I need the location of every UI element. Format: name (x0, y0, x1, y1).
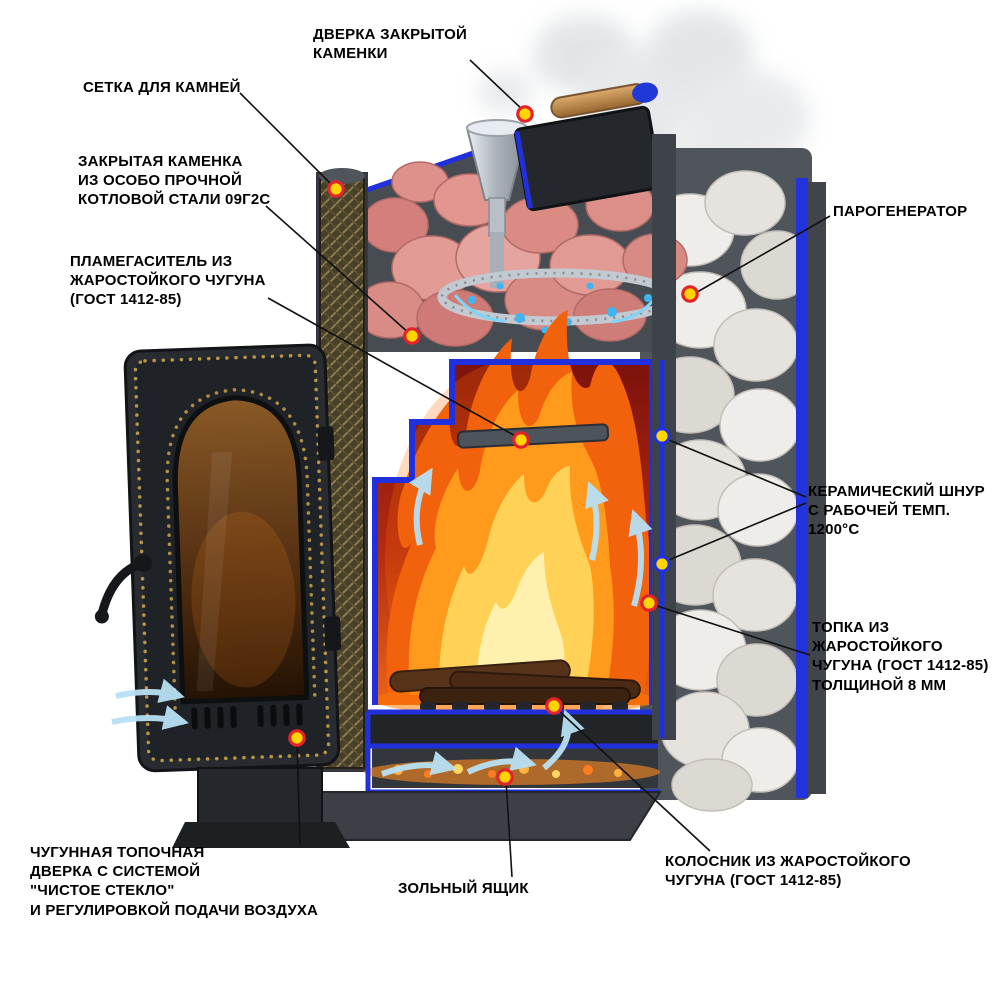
leader-line-steam-generator (691, 215, 831, 296)
marker-ceramic-cord-2 (653, 555, 671, 573)
marker-stone-chamber-door (516, 105, 534, 123)
marker-flame-arrester (512, 431, 530, 449)
marker-grate (545, 697, 563, 715)
stone-chamber-door-part (514, 82, 663, 212)
flame-arrester-plate (456, 423, 610, 449)
callout-markers (288, 105, 699, 786)
handle-metal-cap (632, 82, 659, 103)
label-ceramic-cord: КЕРАМИЧЕСКИЙ ШНУР С РАБОЧЕЙ ТЕМП. 1200°С (808, 483, 985, 539)
label-firebox: ТОПКА ИЗ ЖАРОСТОЙКОГО ЧУГУНА (ГОСТ 1412-… (812, 619, 989, 694)
right-shell-outer (808, 182, 826, 794)
label-ash-box: ЗОЛЬНЫЙ ЯЩИК (398, 880, 529, 897)
marker-ceramic-cord-1 (653, 427, 671, 445)
leader-line-flame-arrester (267, 297, 520, 439)
door-hinge-bottom (324, 616, 342, 651)
leader-line-closed-stone-chamber (265, 205, 411, 335)
marker-closed-stone-chamber (403, 327, 421, 345)
firebox-door-assembly (94, 343, 342, 773)
leader-line-firebox-door (296, 739, 301, 846)
door-hinge-top (317, 426, 335, 461)
air-vents (191, 703, 303, 730)
ash-drawer-front (172, 767, 350, 848)
leader-line-firebox (650, 603, 811, 656)
bead-arch (165, 388, 317, 710)
leader-line-ash-box (505, 779, 513, 878)
marker-steam-generator (681, 285, 699, 303)
flames (386, 310, 652, 695)
label-stone-chamber-door: ДВЕРКА ЗАКРЫТОЙ КАМЕНКИ (313, 26, 467, 63)
marker-ash-box (496, 768, 514, 786)
label-closed-stone-chamber: ЗАКРЫТАЯ КАМЕНКА ИЗ ОСОБО ПРОЧНОЙ КОТЛОВ… (78, 153, 271, 209)
leader-line-stone-chamber-door (469, 59, 526, 113)
label-stone-mesh: СЕТКА ДЛЯ КАМНЕЙ (83, 79, 241, 96)
leader-line-grate (555, 707, 711, 852)
label-steam-generator: ПАРОГЕНЕРАТОР (833, 203, 968, 220)
door-handle (94, 554, 153, 624)
marker-firebox (640, 594, 658, 612)
firebox-cut-edge (372, 359, 655, 705)
label-flame-arrester: ПЛАМЕГАСИТЕЛЬ ИЗ ЖАРОСТОЙКОГО ЧУГУНА (ГО… (70, 253, 266, 309)
right-shell-cut-edge (796, 178, 808, 798)
label-grate: КОЛОСНИК ИЗ ЖАРОСТОЙКОГО ЧУГУНА (ГОСТ 14… (665, 853, 911, 890)
marker-firebox-door (288, 729, 306, 747)
label-firebox-door: ЧУГУННАЯ ТОПОЧНАЯ ДВЕРКА С СИСТЕМОЙ "ЧИС… (30, 844, 319, 919)
logs-and-grate (375, 659, 655, 716)
marker-stone-mesh (327, 180, 345, 198)
leader-line-ceramic-cord-2 (663, 502, 807, 563)
leader-line-stone-mesh (239, 92, 335, 188)
leader-lines (239, 59, 831, 878)
leader-line-ceramic-cord-1 (663, 437, 807, 498)
door-glass (172, 395, 310, 705)
